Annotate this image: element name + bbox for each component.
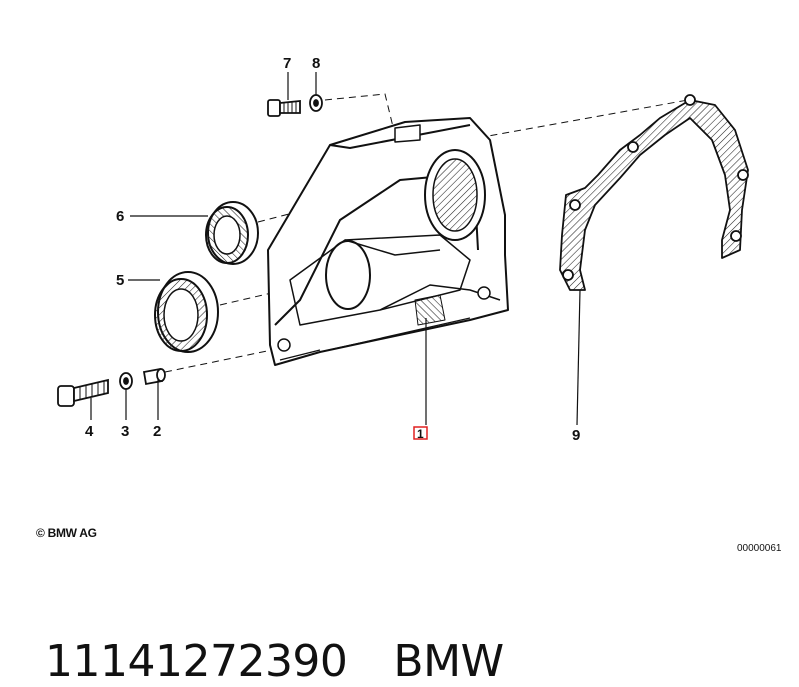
- washer-3: [119, 372, 133, 390]
- callout-3[interactable]: 3: [121, 423, 129, 440]
- shaft-seal-small: [205, 201, 259, 265]
- callout-8[interactable]: 8: [312, 55, 320, 72]
- bolt-7: [267, 99, 301, 117]
- callout-2[interactable]: 2: [153, 423, 161, 440]
- shaft-seal-large: [154, 271, 219, 353]
- callout-5[interactable]: 5: [116, 272, 124, 289]
- image-number: 00000061: [737, 543, 782, 554]
- bolt-4: [57, 378, 109, 407]
- brand-name: BMW: [393, 636, 504, 687]
- part-number: 11141272390: [44, 636, 348, 687]
- callout-6[interactable]: 6: [116, 208, 124, 225]
- part-caption: 11141272390 BMW: [18, 585, 504, 687]
- parts-diagram: 7 8 6 5 4 3 2 1 9: [57, 55, 749, 444]
- leader-lines: [90, 72, 581, 426]
- callout-7[interactable]: 7: [283, 55, 291, 72]
- callout-1[interactable]: 1: [417, 427, 424, 441]
- timing-case-cover: [267, 117, 509, 366]
- callout-4[interactable]: 4: [85, 423, 94, 440]
- highlight-box: [413, 426, 428, 440]
- copyright-notice: © BMW AG: [36, 526, 97, 540]
- timing-cover-gasket: [559, 94, 749, 291]
- sleeve-2: [142, 367, 166, 386]
- callout-9[interactable]: 9: [572, 427, 580, 444]
- washer-8: [309, 94, 323, 112]
